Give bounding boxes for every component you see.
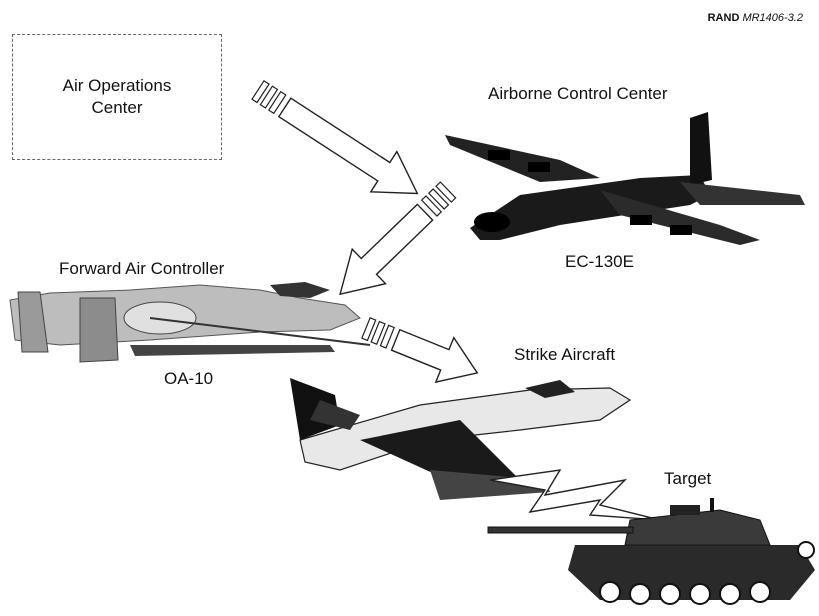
strike-aircraft-label: Strike Aircraft — [514, 345, 616, 364]
ec-130e-aircraft-image — [445, 112, 805, 245]
airborne-control-center-label: Airborne Control Center — [488, 84, 668, 103]
lightning-bolt-icon — [489, 469, 661, 521]
oa-10-aircraft-image — [9, 282, 371, 363]
arrow-fac-to-strike — [361, 317, 479, 384]
air-operations-center-box: Air Operations Center — [12, 34, 222, 160]
report-tag-prefix: RAND — [707, 12, 740, 24]
report-tag-id: MR1406-3.2 — [742, 12, 803, 24]
report-tag: RAND MR1406-3.2 — [708, 12, 803, 24]
ec-130e-label: EC-130E — [565, 252, 634, 271]
arrow-aoc-to-acc — [251, 79, 419, 195]
aoc-label-line2: Center — [91, 98, 143, 117]
target-label: Target — [664, 469, 712, 488]
target-tank-image — [487, 498, 815, 605]
arrow-acc-to-fac — [339, 181, 457, 296]
oa-10-label: OA-10 — [164, 369, 214, 388]
strike-aircraft-image — [290, 378, 632, 500]
forward-air-controller-label: Forward Air Controller — [59, 259, 225, 278]
aoc-label-line1: Air Operations — [62, 76, 172, 95]
